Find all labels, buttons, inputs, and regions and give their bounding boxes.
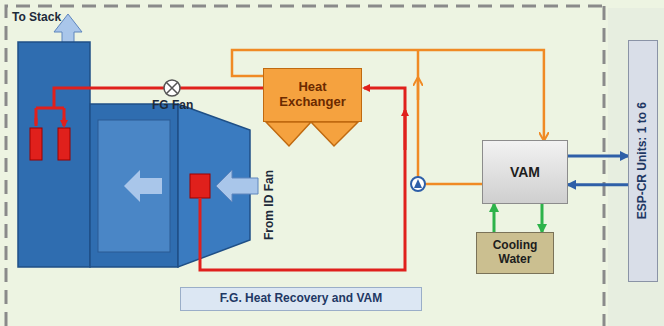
gas-arrow	[216, 170, 258, 202]
node-text: F.G. Heat Recovery and VAM	[220, 292, 383, 306]
fg-line	[404, 110, 407, 150]
frame	[6, 6, 604, 326]
fg-line	[36, 118, 64, 126]
caption-box: F.G. Heat Recovery and VAM	[180, 287, 422, 311]
node-text: ESP-CR Units: 1 to 6	[636, 102, 650, 219]
flow-connector	[493, 204, 496, 232]
boiler	[90, 104, 178, 267]
hopper	[266, 122, 358, 146]
fan-label: FG Fan	[152, 98, 193, 112]
node-text: VAM	[510, 164, 540, 180]
damper	[190, 174, 210, 198]
pump-symbol	[411, 177, 425, 191]
node-text: Heat Exchanger	[267, 80, 358, 110]
injector	[30, 128, 42, 160]
hot-water-line	[418, 50, 482, 184]
stack	[18, 42, 90, 267]
side-panel	[608, 8, 664, 326]
injector	[58, 128, 70, 160]
gas-arrow	[124, 170, 162, 202]
esp-box: ESP-CR Units: 1 to 6	[628, 40, 658, 282]
node-text: Cooling Water	[480, 239, 550, 267]
stack-label: To Stack	[12, 10, 61, 24]
pump-symbol	[414, 179, 422, 188]
heat-exchanger-box: Heat Exchanger	[263, 68, 362, 122]
inlet-label: From ID Fan	[262, 170, 276, 240]
flow-connector	[232, 50, 544, 140]
hot-water-line	[417, 78, 420, 100]
flow-connector	[568, 155, 628, 158]
cooling-water-box: Cooling Water	[476, 232, 554, 274]
vam-box: VAM	[482, 140, 568, 204]
fg-line	[36, 88, 263, 124]
fan-symbol	[166, 82, 178, 94]
boiler-panel	[98, 120, 170, 252]
flow-connector	[568, 183, 628, 186]
frame	[603, 6, 606, 326]
flow-connector	[541, 204, 544, 232]
fan-symbol	[164, 80, 180, 96]
